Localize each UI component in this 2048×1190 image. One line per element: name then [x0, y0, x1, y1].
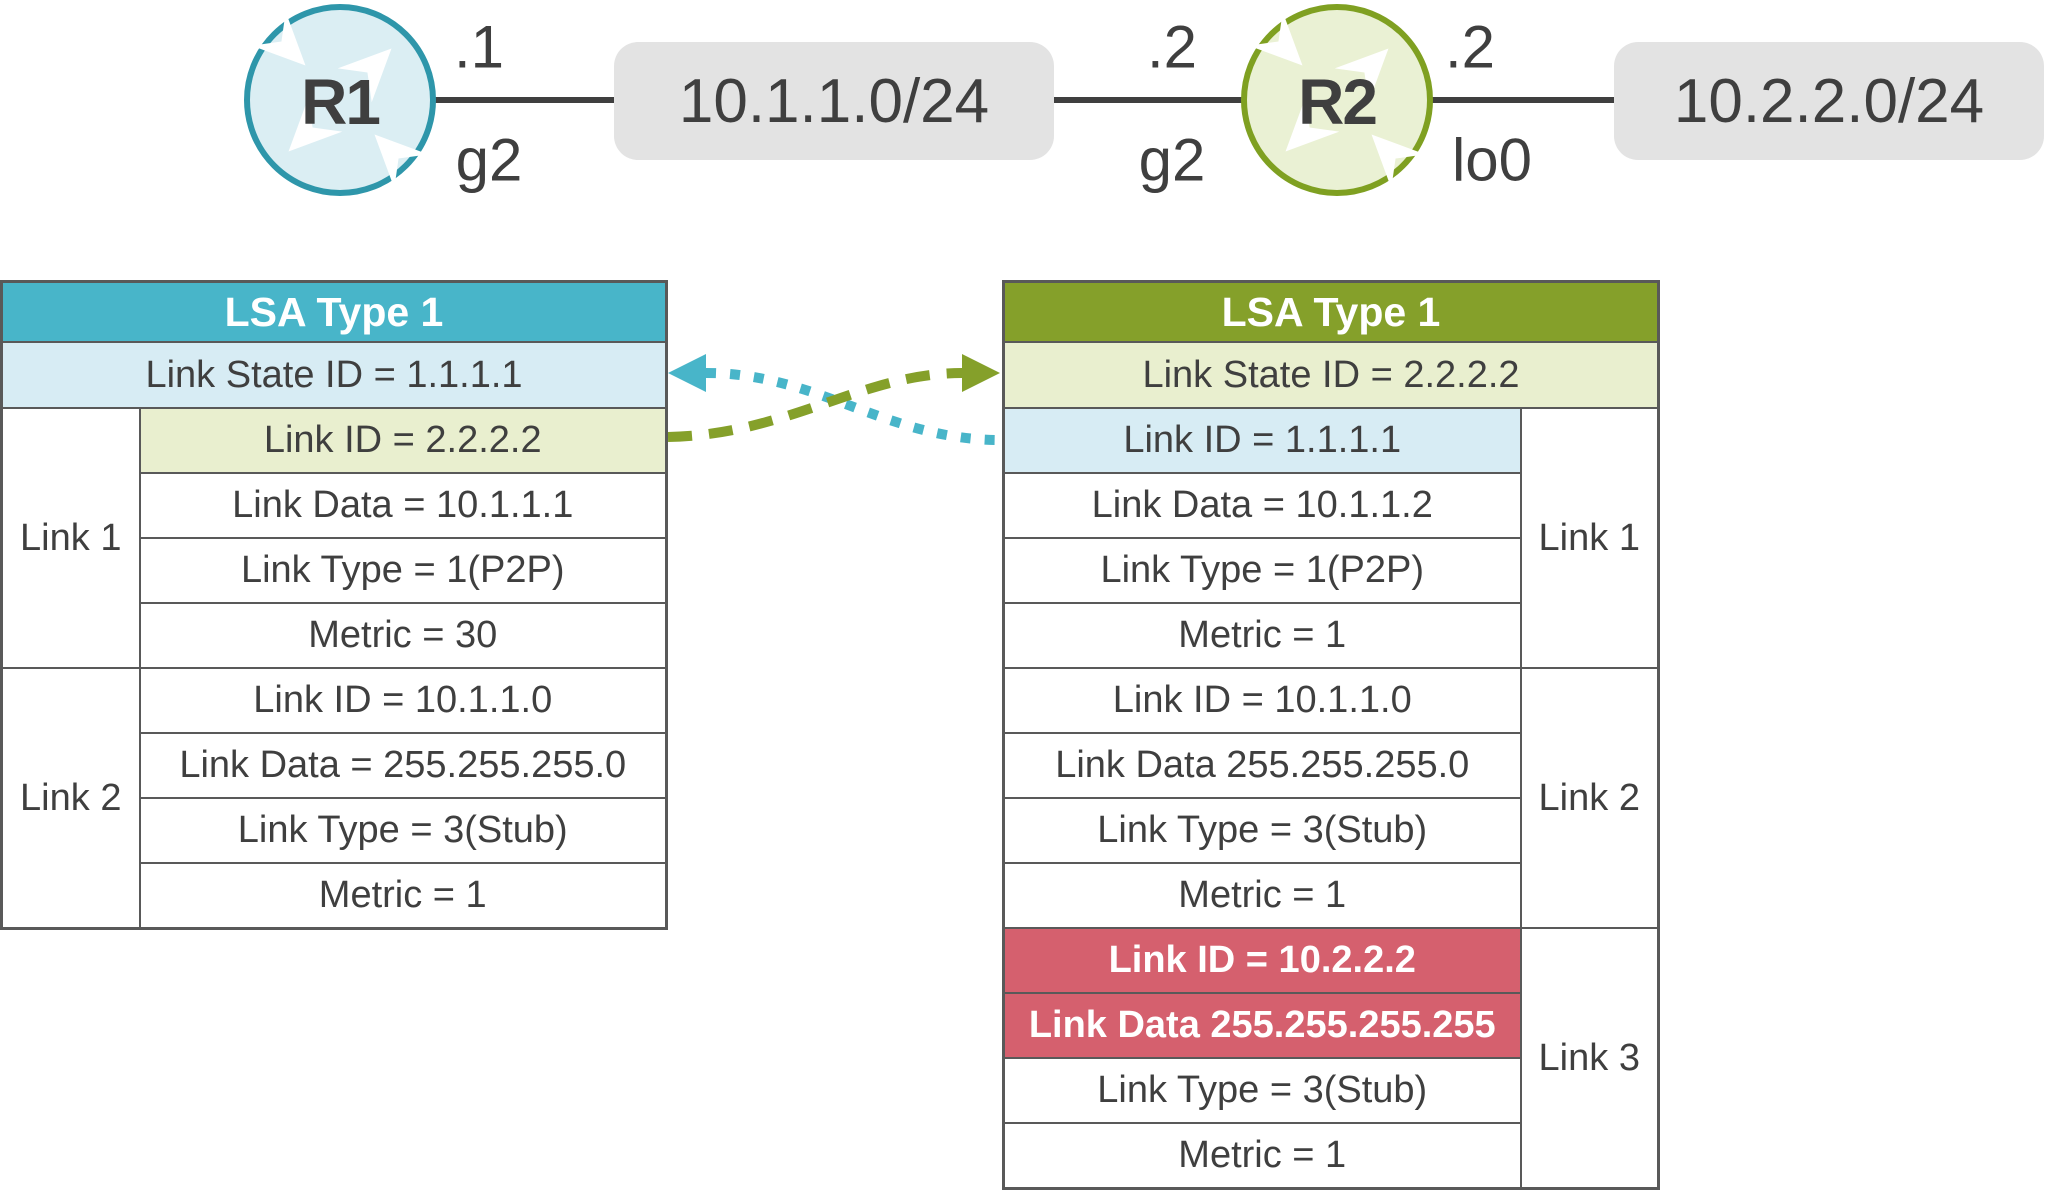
r1-link2-type: Link Type = 3(Stub) [138, 797, 668, 864]
r2-g2-address: .2 [1146, 13, 1198, 81]
r1-g2-address: .1 [453, 13, 505, 81]
r1-link1-id: Link ID = 2.2.2.2 [138, 407, 668, 474]
network-box-10-2-2-0: 10.2.2.0/24 [1614, 42, 2044, 160]
r2-link1-label: Link 1 [1519, 407, 1660, 669]
r1-link2-label: Link 2 [0, 667, 141, 930]
r2-link3-label: Link 3 [1519, 927, 1660, 1190]
r2-link1-id: Link ID = 1.1.1.1 [1002, 407, 1522, 474]
router-label-r1: R1 [301, 66, 381, 138]
r2-link3-id: Link ID = 10.2.2.2 [1002, 927, 1522, 994]
r2-link3-data: Link Data 255.255.255.255 [1002, 992, 1522, 1059]
r2-link2-id: Link ID = 10.1.1.0 [1002, 667, 1522, 734]
r2-lo0-interface: lo0 [1451, 126, 1533, 194]
r1-link1-metric: Metric = 30 [138, 602, 668, 669]
r1-link2-id: Link ID = 10.1.1.0 [138, 667, 668, 734]
r2-link2-label: Link 2 [1519, 667, 1660, 929]
r2-link2-type: Link Type = 3(Stub) [1002, 797, 1522, 864]
r2-link2-data: Link Data 255.255.255.0 [1002, 732, 1522, 799]
arrow-r1-linkid-to-r2-lsid [667, 354, 1000, 442]
r2-link1-metric: Metric = 1 [1002, 602, 1522, 669]
network-box-10-1-1-0: 10.1.1.0/24 [614, 42, 1054, 160]
r2-link2-metric: Metric = 1 [1002, 862, 1522, 929]
r2-link3-metric: Metric = 1 [1002, 1122, 1522, 1190]
r2-link1-data: Link Data = 10.1.1.2 [1002, 472, 1522, 539]
r1-link1-data: Link Data = 10.1.1.1 [138, 472, 668, 539]
r2-lo0-address: .2 [1444, 13, 1496, 81]
router-label-r2: R2 [1298, 66, 1378, 138]
r2-link-state-id: Link State ID = 2.2.2.2 [1002, 341, 1660, 409]
r1-lsa-title: LSA Type 1 [0, 280, 668, 343]
r2-lsa-table: LSA Type 1 Link State ID = 2.2.2.2 Link … [1002, 280, 1660, 1190]
r1-g2-interface: g2 [455, 126, 523, 194]
r2-lsa-title: LSA Type 1 [1002, 280, 1660, 343]
r1-link2-metric: Metric = 1 [138, 862, 668, 930]
r2-link3-type: Link Type = 3(Stub) [1002, 1057, 1522, 1124]
arrow-r2-linkid-to-r1-lsid [668, 354, 1001, 445]
r1-link2-data: Link Data = 255.255.255.0 [138, 732, 668, 799]
r2-g2-interface: g2 [1138, 126, 1206, 194]
r1-link1-label: Link 1 [0, 407, 141, 669]
r2-link1-type: Link Type = 1(P2P) [1002, 537, 1522, 604]
r1-link-state-id: Link State ID = 1.1.1.1 [0, 341, 668, 409]
r1-link1-type: Link Type = 1(P2P) [138, 537, 668, 604]
r1-lsa-table: LSA Type 1 Link State ID = 1.1.1.1 Link … [0, 280, 668, 930]
